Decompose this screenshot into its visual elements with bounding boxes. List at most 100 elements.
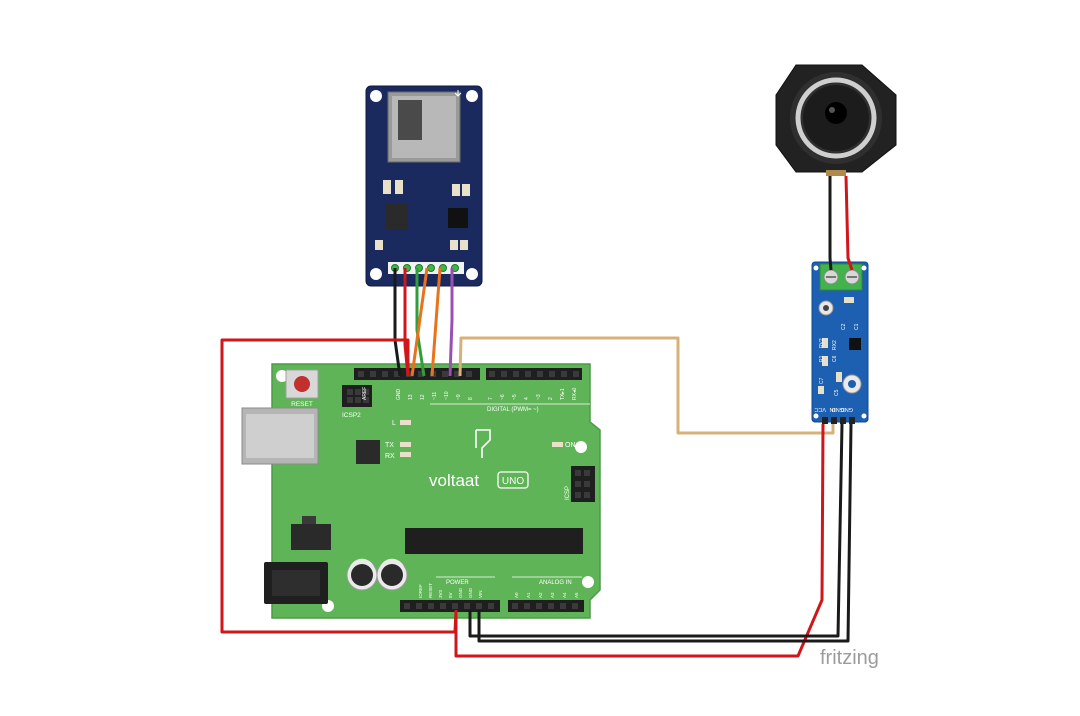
digital-pin-label: ~9	[456, 394, 462, 400]
digital-pin-label: ~10	[444, 391, 450, 400]
pin-socket	[489, 371, 495, 377]
wire-audio-signal	[458, 336, 835, 435]
digital-pin-label: ~11	[432, 392, 438, 400]
amp-silkscreen-label: RV2	[819, 338, 825, 348]
digital-pin-label: 7	[488, 397, 494, 400]
pin-socket	[501, 371, 507, 377]
wire-amp-gnd-2	[477, 423, 853, 643]
pin-socket	[418, 371, 424, 377]
pin-socket	[358, 371, 364, 377]
level-shifter-chip	[448, 208, 468, 228]
digital-pin-label: ~3	[536, 394, 542, 400]
amp-silkscreen-label: C5	[834, 389, 840, 396]
gnd-label: GND	[396, 389, 402, 401]
sd-pin	[427, 264, 435, 272]
pin-socket	[561, 371, 567, 377]
pin-socket	[442, 371, 448, 377]
capacitor	[376, 558, 408, 591]
analog-pin-label: A1	[526, 592, 531, 598]
pin-socket	[488, 603, 494, 609]
amp-pin	[849, 417, 855, 424]
usb-chip	[356, 440, 380, 464]
pin-socket	[464, 603, 470, 609]
pin-socket	[573, 371, 579, 377]
pin-socket	[549, 371, 555, 377]
power-pin-label: 3V3	[438, 589, 443, 598]
reset-button-cap	[294, 376, 310, 392]
icsp-label: ICSP	[565, 486, 571, 500]
pin-socket	[452, 603, 458, 609]
pin-socket	[537, 371, 543, 377]
amp-silkscreen-label: RX2	[832, 340, 838, 350]
pin-socket	[416, 603, 422, 609]
pin-socket	[440, 603, 446, 609]
pin-socket	[525, 371, 531, 377]
amp-silkscreen-label: C7	[819, 377, 825, 384]
reset-label: RESET	[291, 401, 313, 408]
power-pin-label: IOREF	[418, 584, 423, 598]
lm386-chip	[849, 338, 861, 350]
amp-pin	[840, 417, 846, 424]
led-tx-label: TX	[385, 442, 394, 449]
digital-label: DIGITAL (PWM= ~)	[487, 407, 539, 413]
icsp2-header	[342, 385, 372, 407]
amp-silkscreen-label: C6	[832, 355, 838, 362]
wire-sd-sck	[430, 267, 442, 377]
digital-pin-label: RX◂0	[572, 388, 578, 400]
icsp2-label: ICSP2	[342, 412, 361, 419]
power-pin-label: RESET	[428, 583, 433, 598]
led-rx	[400, 452, 411, 457]
wire-speaker-pos	[844, 175, 854, 271]
pin-socket	[524, 603, 530, 609]
pin-socket	[536, 603, 542, 609]
reset-button	[285, 369, 319, 399]
analog-pin-label: A0	[514, 592, 519, 598]
voltaat-logo-icon	[475, 429, 491, 458]
amp-pin-label: IN	[829, 406, 835, 412]
led-rx-label: RX	[385, 453, 395, 460]
pin-socket	[572, 603, 578, 609]
icsp-header	[571, 466, 595, 502]
analog-pin-header	[508, 600, 584, 612]
pin-socket	[512, 603, 518, 609]
led-on-label: ON	[565, 442, 576, 449]
digital-pin-label: 8	[468, 397, 474, 400]
digital-pin-label: TX▸1	[560, 388, 566, 400]
analog-pin-label: A3	[550, 592, 555, 598]
amp-silkscreen-label: R1	[819, 355, 825, 362]
power-pin-label: GND	[458, 587, 463, 598]
pin-socket	[404, 603, 410, 609]
digital-pin-label: 13	[408, 394, 414, 400]
model-label: UNO	[502, 476, 524, 487]
amp-pin-label: GND	[841, 406, 853, 412]
brand-name: voltaat	[429, 471, 479, 490]
power-pin-header	[400, 600, 500, 612]
amp-pin-label: GND	[832, 406, 844, 412]
speaker	[775, 64, 897, 176]
arrow-down-icon	[454, 90, 462, 97]
pin-socket	[382, 371, 388, 377]
led-on	[552, 442, 563, 447]
power-pin-label: VIN	[478, 590, 483, 598]
analog-pin-label: A5	[574, 592, 579, 598]
wire-amp-gnd-1	[468, 423, 844, 638]
voltage-regulator	[291, 524, 331, 550]
capacitor	[346, 558, 378, 591]
regulator-chip	[386, 204, 408, 230]
led-tx	[400, 442, 411, 447]
pin-socket	[560, 603, 566, 609]
pin-socket	[548, 603, 554, 609]
amp-silkscreen-label: C2	[841, 323, 847, 330]
wire-speaker-neg	[828, 176, 833, 271]
digital-pin-label: 12	[420, 394, 426, 400]
pin-socket	[370, 371, 376, 377]
power-pin-label: GND	[468, 587, 473, 598]
digital-pin-label: ~6	[500, 394, 506, 400]
digital-pin-label: ~5	[512, 394, 518, 400]
amp-pin	[831, 417, 837, 424]
analog-pin-label: A2	[538, 592, 543, 598]
analog-pin-label: A4	[562, 592, 567, 598]
led-l	[400, 420, 411, 425]
